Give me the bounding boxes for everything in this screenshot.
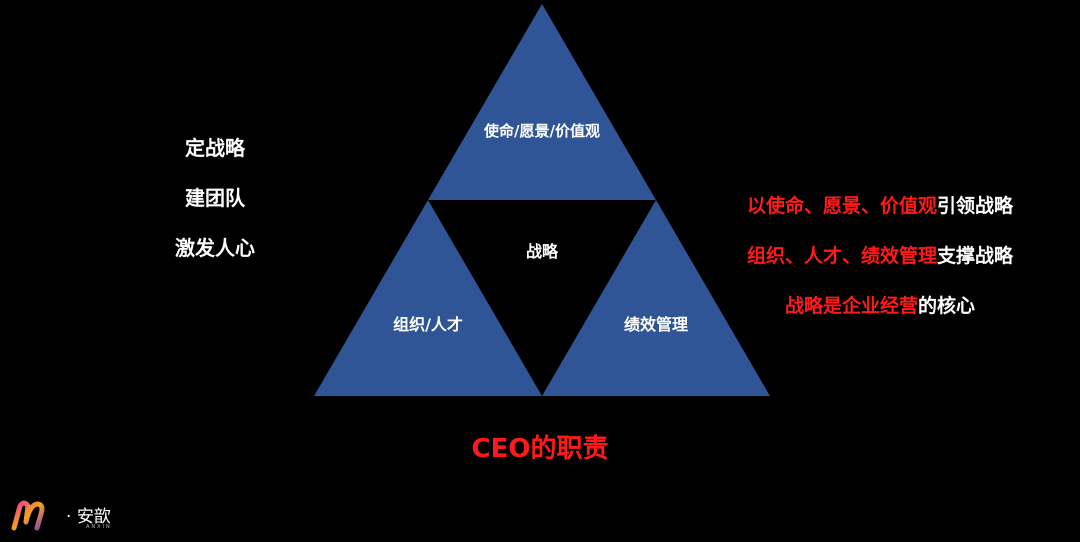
triangle-top [428, 4, 656, 200]
label-mission-vision-values: 使命/愿景/价值观 [483, 122, 600, 140]
label-organization-talent: 组织/人才 [393, 315, 463, 334]
diagram-caption: CEO的职责 [471, 434, 609, 464]
statement-line: 战略是企业经营的核心 [700, 286, 1060, 336]
statement-red-part: 组织、人才、绩效管理 [746, 245, 937, 267]
left-item-inspire: 激发人心 [175, 236, 255, 260]
triangle-bottom-left [314, 200, 542, 396]
right-statements: 以使命、愿景、价值观引领战略 组织、人才、绩效管理支撑战略 战略是企业经营的核心 [700, 186, 1060, 336]
statement-white-part: 引领战略 [937, 195, 1014, 217]
left-item-team: 建团队 [185, 186, 245, 210]
triangle-bottom-right [542, 200, 770, 396]
label-strategy: 战略 [526, 242, 559, 261]
statement-red-part: 以使命、愿景、价值观 [746, 195, 937, 217]
brand-subtext: ANXIN [86, 524, 112, 530]
brand-name-text: 安歆 [76, 507, 111, 527]
statement-line: 以使命、愿景、价值观引领战略 [700, 186, 1060, 236]
statement-white-part: 的核心 [918, 295, 976, 317]
statement-line: 组织、人才、绩效管理支撑战略 [700, 236, 1060, 286]
label-performance-management: 绩效管理 [624, 315, 688, 334]
statement-white-part: 支撑战略 [937, 245, 1014, 267]
left-item-strategy: 定战略 [185, 136, 245, 160]
brand-logo: · 安歆 ANXIN [10, 496, 130, 534]
brand-name: · 安歆 [66, 507, 111, 527]
statement-red-part: 战略是企业经营 [784, 295, 918, 317]
left-list: 定战略 建团队 激发人心 [140, 130, 290, 280]
brand-mark-icon [11, 500, 45, 531]
